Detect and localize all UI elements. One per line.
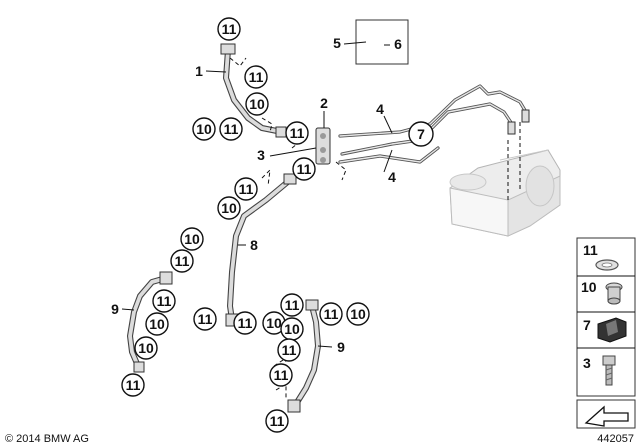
- svg-text:4: 4: [388, 169, 396, 185]
- screw-icon: [602, 355, 616, 386]
- callout: 11: [269, 363, 293, 387]
- svg-text:7: 7: [583, 317, 591, 333]
- svg-text:10: 10: [138, 340, 154, 356]
- svg-text:3: 3: [583, 355, 591, 371]
- svg-text:10: 10: [149, 316, 165, 332]
- svg-text:11: 11: [239, 181, 254, 197]
- svg-text:11: 11: [238, 315, 253, 331]
- svg-text:10: 10: [581, 279, 597, 295]
- svg-text:1: 1: [195, 63, 203, 79]
- svg-text:5: 5: [333, 35, 341, 51]
- view-arrow-icon: [584, 405, 629, 427]
- svg-text:10: 10: [196, 121, 212, 137]
- svg-text:11: 11: [222, 21, 237, 37]
- distribution-block: [315, 127, 331, 165]
- callout: 10: [145, 312, 169, 336]
- svg-text:11: 11: [290, 125, 305, 141]
- parts-legend: 11 10 7 3: [576, 237, 636, 429]
- callout: 11: [219, 117, 243, 141]
- banjo-bolt-icon: [605, 282, 623, 305]
- diagram-number: 442057: [597, 433, 634, 445]
- callout: 11: [233, 311, 257, 335]
- svg-text:6: 6: [394, 36, 402, 52]
- callout: 10: [134, 336, 158, 360]
- callout: 11: [193, 307, 217, 331]
- svg-text:11: 11: [175, 253, 190, 269]
- callout: 7: [408, 121, 434, 147]
- callout: 11: [285, 121, 309, 145]
- brake-hose-9-right: [287, 299, 321, 413]
- svg-text:11: 11: [249, 69, 264, 85]
- part-labels: 1 2 3 4 4 5 6 8 9 9: [111, 35, 402, 355]
- svg-text:11: 11: [282, 342, 297, 358]
- callout: 10: [217, 196, 241, 220]
- svg-text:11: 11: [270, 413, 285, 429]
- callout-circles: 11 11 10 10 11 11 11 11 10 10 11 11 10 1…: [121, 17, 434, 433]
- legend-item-11: 11: [583, 242, 619, 271]
- callout: 11: [217, 17, 241, 41]
- svg-text:10: 10: [221, 200, 237, 216]
- svg-text:4: 4: [376, 101, 384, 117]
- legend-item-3: 3: [583, 355, 616, 386]
- callout: 11: [277, 338, 301, 362]
- brake-hose-1: [220, 43, 287, 138]
- svg-text:11: 11: [126, 377, 141, 393]
- callout: 11: [152, 289, 176, 313]
- callout: 11: [121, 373, 145, 397]
- callout: 10: [245, 92, 269, 116]
- svg-text:11: 11: [157, 293, 172, 309]
- svg-text:11: 11: [224, 121, 239, 137]
- svg-text:3: 3: [257, 147, 265, 163]
- callout: 10: [192, 117, 216, 141]
- svg-text:11: 11: [274, 367, 289, 383]
- callout: 10: [280, 317, 304, 341]
- rubber-mount-icon: [597, 317, 627, 343]
- svg-text:7: 7: [417, 126, 425, 142]
- svg-text:2: 2: [320, 95, 328, 111]
- callout: 11: [292, 157, 316, 181]
- svg-text:10: 10: [284, 321, 300, 337]
- svg-text:11: 11: [198, 311, 213, 327]
- brake-pipes: [338, 84, 530, 164]
- legend-item-7: 7: [583, 317, 627, 343]
- abs-hydraulic-unit: [449, 149, 561, 237]
- copyright-text: © 2014 BMW AG: [5, 433, 89, 445]
- svg-text:9: 9: [111, 301, 119, 317]
- callout: 10: [180, 227, 204, 251]
- svg-text:11: 11: [297, 161, 312, 177]
- brake-hose-9-left: [127, 271, 173, 373]
- brake-hose-8: [225, 173, 297, 327]
- callout: 11: [234, 177, 258, 201]
- callout: 11: [280, 293, 304, 317]
- svg-text:11: 11: [324, 306, 339, 322]
- svg-text:11: 11: [583, 242, 598, 258]
- callout: 10: [346, 302, 370, 326]
- svg-text:10: 10: [350, 306, 366, 322]
- callout: 11: [265, 409, 289, 433]
- callout: 11: [244, 65, 268, 89]
- svg-text:11: 11: [285, 297, 300, 313]
- callout: 11: [319, 302, 343, 326]
- legend-item-10: 10: [581, 279, 623, 305]
- svg-text:10: 10: [249, 96, 265, 112]
- svg-text:10: 10: [184, 231, 200, 247]
- svg-text:8: 8: [250, 237, 258, 253]
- callout: 11: [170, 249, 194, 273]
- svg-text:10: 10: [266, 315, 282, 331]
- svg-text:9: 9: [337, 339, 345, 355]
